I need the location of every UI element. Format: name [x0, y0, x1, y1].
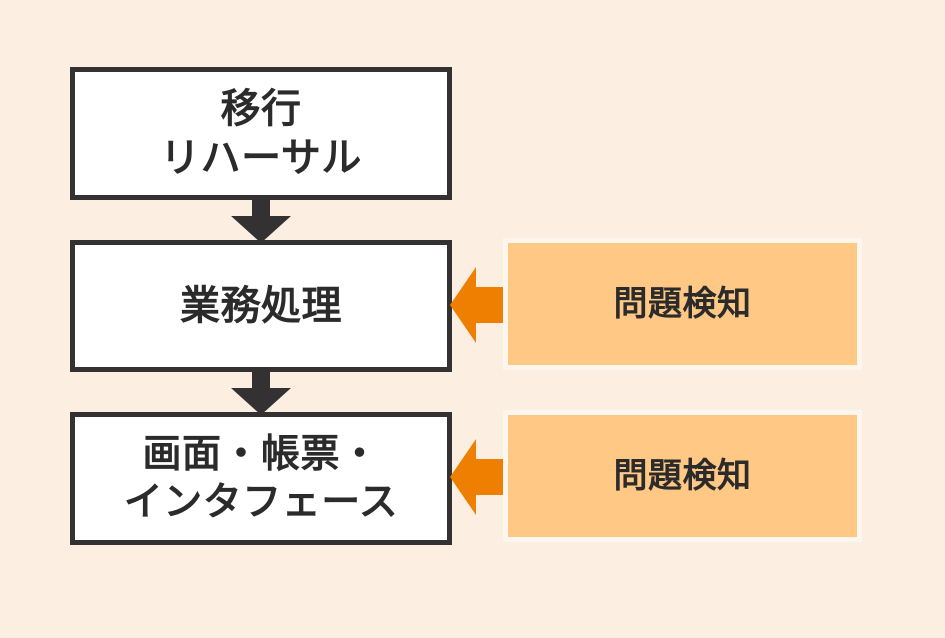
- process-box-migration-rehearsal: 移行 リハーサル: [70, 67, 452, 200]
- arrow-left-icon: [450, 265, 510, 345]
- process-box-label: 画面・帳票・ インタフェース: [123, 431, 399, 525]
- process-box-screen-report-interface: 画面・帳票・ インタフェース: [70, 412, 452, 545]
- info-box-problem-detection-1: 問題検知: [503, 238, 862, 370]
- arrow-down-icon: [227, 197, 295, 243]
- info-box-label: 問題検知: [613, 283, 752, 324]
- arrow-left-icon: [450, 437, 510, 517]
- info-box-problem-detection-2: 問題検知: [503, 410, 862, 542]
- info-box-label: 問題検知: [613, 455, 752, 496]
- arrow-down-icon: [227, 369, 295, 415]
- process-box-business-processing: 業務処理: [70, 240, 452, 372]
- process-box-label: 移行 リハーサル: [160, 85, 362, 181]
- process-box-label: 業務処理: [180, 282, 342, 329]
